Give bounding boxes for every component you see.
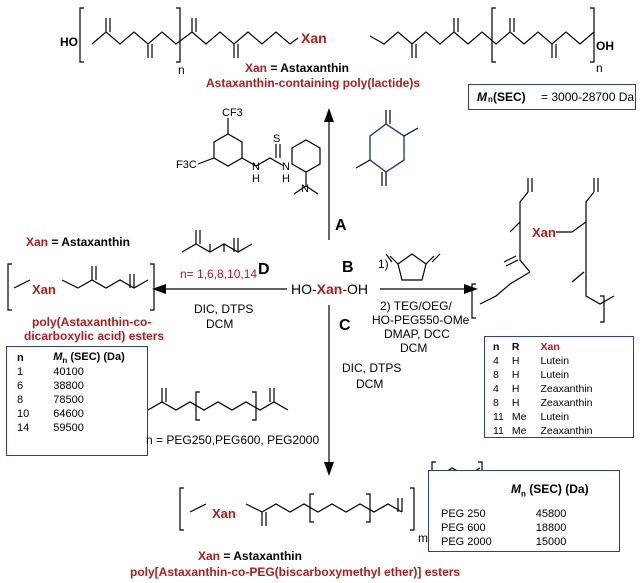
right-polymer bbox=[509, 178, 533, 273]
bottom-reagent-1: DIC, DTPS bbox=[342, 361, 402, 375]
top-oh: OH bbox=[596, 39, 614, 53]
peg-diacid bbox=[147, 401, 289, 411]
thiourea-s: S bbox=[273, 133, 281, 145]
left-xan: Xan bbox=[32, 282, 56, 297]
arrowhead-b bbox=[464, 284, 478, 294]
label-a: A bbox=[335, 217, 347, 234]
top-polymer-chain bbox=[91, 31, 299, 45]
arrowhead-a bbox=[324, 108, 334, 122]
cf3-top: CF3 bbox=[222, 107, 243, 119]
bottom-xan: Xan bbox=[212, 506, 236, 521]
right-xan: Xan bbox=[532, 225, 556, 240]
cf3-left: F3C bbox=[176, 159, 197, 171]
step-2c: DMAP, DCC bbox=[384, 327, 450, 341]
bottom-m: m bbox=[418, 531, 428, 545]
peg-n-list: n = PEG250,PEG600, PEG2000 bbox=[146, 433, 320, 447]
left-legend: Xan = Astaxanthin bbox=[26, 235, 130, 249]
bottom-reagent-2: DCM bbox=[356, 377, 384, 391]
arrowhead-c bbox=[324, 462, 334, 476]
step-2b: HO-PEG550-OMe bbox=[372, 313, 470, 327]
bottom-caption: poly[Astaxanthin-co-PEG(biscarboxymethyl… bbox=[130, 565, 461, 579]
diacid-structure bbox=[181, 243, 253, 253]
top-n-left: n bbox=[178, 63, 185, 77]
arrowheads bbox=[152, 108, 478, 476]
top-xan: Xan bbox=[301, 30, 327, 46]
left-caption-1: poly(Astaxanthin-co- bbox=[32, 315, 152, 329]
label-d: D bbox=[258, 261, 270, 278]
lactide-ring bbox=[369, 123, 405, 173]
top-n-right: n bbox=[596, 61, 603, 75]
catalyst-cyclohexane bbox=[291, 139, 321, 173]
succinic-anhydride bbox=[397, 253, 427, 281]
catalyst-aryl-ring bbox=[213, 133, 243, 167]
top-legend: Xan = Astaxanthin bbox=[245, 61, 349, 75]
arrowhead-d bbox=[152, 284, 166, 294]
label-c: C bbox=[339, 317, 351, 334]
step-2a: 2) TEG/OEG/ bbox=[380, 299, 452, 313]
nh-1: N bbox=[252, 161, 260, 173]
left-reagent-2: DCM bbox=[206, 317, 234, 331]
compound-ho-xan-oh: HO-Xan-OH bbox=[291, 281, 369, 297]
top-bracket-right bbox=[491, 7, 496, 63]
mn-range-box: M n (SEC) = 3000-28700 Da bbox=[468, 84, 636, 110]
label-b: B bbox=[342, 259, 354, 276]
bottom-polymer bbox=[189, 503, 403, 513]
top-caption: Astaxanthin-containing poly(lactide)s bbox=[206, 76, 421, 90]
bottom-legend: Xan = Astaxanthin bbox=[198, 549, 302, 563]
step-1: 1) bbox=[378, 257, 389, 271]
step-2d: DCM bbox=[400, 341, 428, 355]
left-caption-2: dicarboxylic acid) esters bbox=[24, 329, 165, 343]
left-reagent-1: DIC, DTPS bbox=[194, 302, 254, 316]
acid-n-list: n= 1,6,8,10,14 bbox=[180, 267, 258, 281]
top-bracket-left-1 bbox=[79, 7, 84, 63]
nh-2: N bbox=[282, 161, 290, 173]
top-ho: HO bbox=[60, 35, 78, 49]
n-dimethyl: N bbox=[301, 183, 309, 195]
